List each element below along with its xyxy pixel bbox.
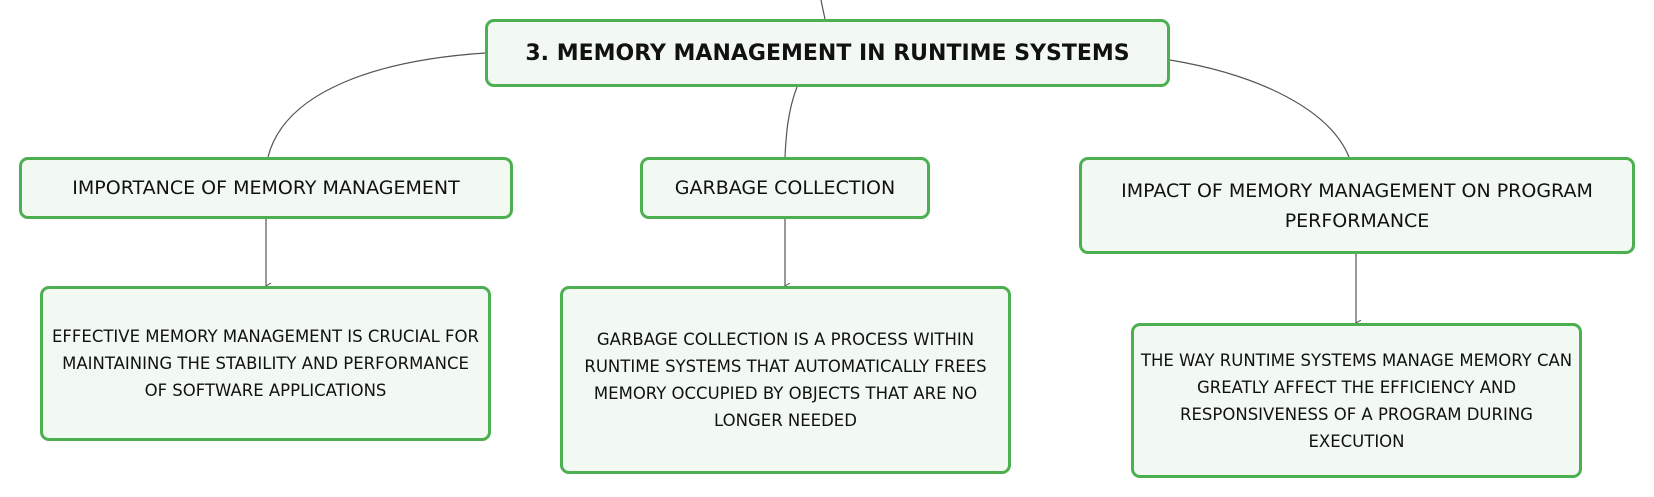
root-title: 3. MEMORY MANAGEMENT IN RUNTIME SYSTEMS xyxy=(525,40,1130,66)
detail-text: EFFECTIVE MEMORY MANAGEMENT IS CRUCIAL F… xyxy=(52,327,479,400)
detail-text: GARBAGE COLLECTION IS A PROCESS WITHIN R… xyxy=(584,330,987,430)
connector-root-to-impact xyxy=(1169,59,1350,158)
topic-label: IMPORTANCE OF MEMORY MANAGEMENT xyxy=(72,177,460,199)
detail-impact-on-program-performance[interactable]: THE WAY RUNTIME SYSTEMS MANAGE MEMORY CA… xyxy=(1131,323,1582,478)
connector-root-to-importance xyxy=(267,52,486,158)
root-node[interactable]: 3. MEMORY MANAGEMENT IN RUNTIME SYSTEMS xyxy=(485,19,1170,87)
connector-from-parent xyxy=(820,0,826,20)
topic-impact-on-program-performance[interactable]: IMPACT OF MEMORY MANAGEMENT ON PROGRAM P… xyxy=(1079,157,1635,254)
topic-garbage-collection[interactable]: GARBAGE COLLECTION xyxy=(640,157,930,219)
detail-garbage-collection[interactable]: GARBAGE COLLECTION IS A PROCESS WITHIN R… xyxy=(560,286,1011,474)
detail-importance-of-memory-management[interactable]: EFFECTIVE MEMORY MANAGEMENT IS CRUCIAL F… xyxy=(40,286,491,441)
connector-root-to-gc xyxy=(784,86,798,158)
detail-text: THE WAY RUNTIME SYSTEMS MANAGE MEMORY CA… xyxy=(1140,350,1573,451)
topic-label: IMPACT OF MEMORY MANAGEMENT ON PROGRAM P… xyxy=(1121,179,1593,232)
topic-importance-of-memory-management[interactable]: IMPORTANCE OF MEMORY MANAGEMENT xyxy=(19,157,513,219)
topic-label: GARBAGE COLLECTION xyxy=(674,177,896,199)
